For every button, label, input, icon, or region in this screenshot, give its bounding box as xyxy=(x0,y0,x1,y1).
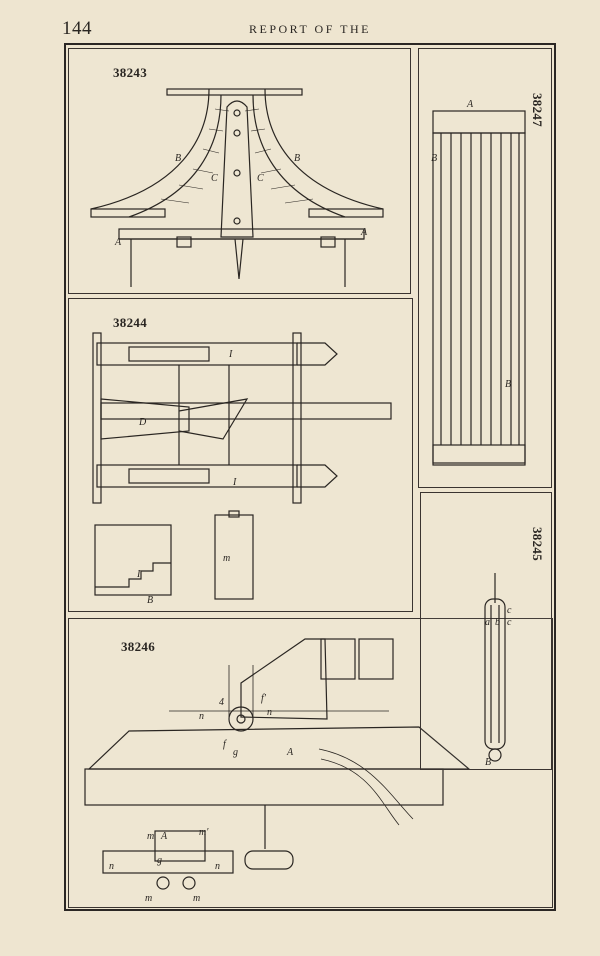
letter-f: f xyxy=(223,739,227,750)
letter-c-lower: c xyxy=(507,617,512,628)
letter-b-lower: B xyxy=(505,379,511,390)
letter-g-detail: g xyxy=(157,855,162,866)
figure-number: 38243 xyxy=(113,65,147,80)
figure-drawing-38247: A B B xyxy=(431,99,526,466)
page-number: 144 xyxy=(62,18,92,39)
letter-a: a xyxy=(485,617,490,628)
letter-n-detail-right: n xyxy=(215,861,220,872)
figure-panel-38247: 38247 A B B xyxy=(418,48,552,488)
letter-a-left: A xyxy=(114,237,122,248)
letter-m-prime-detail: m′ xyxy=(199,827,209,838)
letter-d: D xyxy=(138,417,147,428)
figure-panel-38246: 38246 xyxy=(68,618,553,908)
letter-4: 4 xyxy=(219,697,224,708)
figure-panel-38245: 38245 c c a b B xyxy=(420,492,552,770)
letter-b-right: B xyxy=(294,153,300,164)
letter-b: b xyxy=(495,617,500,628)
letter-a: A xyxy=(286,747,294,758)
figure-panel-38243: 38243 xyxy=(68,48,411,294)
figure-drawing-38244: D I I I B m xyxy=(92,332,392,606)
figure-drawing-38246: 4 f′ n n f g A m A m′ n n g m m xyxy=(84,638,471,904)
letter-i-upper: I xyxy=(228,349,233,360)
letter-n-upper: n xyxy=(267,707,272,718)
letter-m-low-right: m xyxy=(193,893,200,904)
letter-n-left: n xyxy=(199,711,204,722)
letter-a-detail: A xyxy=(160,831,168,842)
letter-i-lower: I xyxy=(232,477,237,488)
outer-frame xyxy=(64,43,556,911)
letter-b-upper: B xyxy=(431,153,437,164)
letter-b: B xyxy=(147,595,153,606)
letter-g: g xyxy=(233,747,238,758)
letter-m-low-left: m xyxy=(145,893,152,904)
figure-number: 38246 xyxy=(121,639,155,654)
letter-m-detail: m xyxy=(147,831,154,842)
letter-a-right: A xyxy=(360,227,368,238)
letter-m: m xyxy=(223,553,230,564)
figure-panel-38244: 38244 D I I I xyxy=(68,298,413,612)
letter-c-right: C xyxy=(257,173,264,184)
letter-i-detail: I xyxy=(136,569,141,580)
figure-drawing-38245: c c a b B xyxy=(484,573,512,768)
letter-c-upper: c xyxy=(507,605,512,616)
letter-a: A xyxy=(466,99,474,110)
letter-n-detail-left: n xyxy=(109,861,114,872)
figure-number: 38244 xyxy=(113,315,147,330)
figure-drawing-38243: A A B B C C xyxy=(90,88,384,287)
running-head: REPORT OF THE xyxy=(248,22,372,36)
letter-b-left: B xyxy=(175,153,181,164)
letter-c-left: C xyxy=(211,173,218,184)
letter-f-prime: f′ xyxy=(261,693,267,704)
letter-b-bottom: B xyxy=(485,757,491,768)
